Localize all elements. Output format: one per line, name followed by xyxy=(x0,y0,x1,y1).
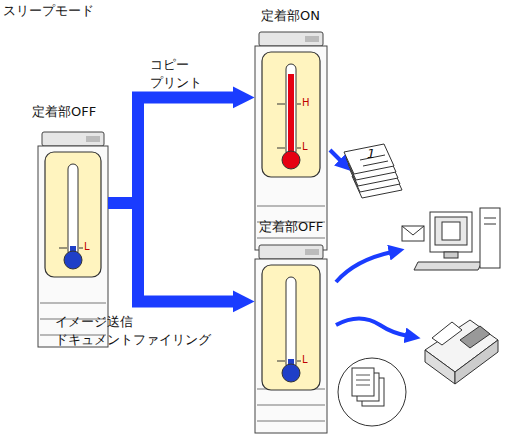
paper-drawer xyxy=(257,405,325,406)
temperature-mark: L xyxy=(302,354,308,366)
output-arrow xyxy=(330,150,342,162)
fax-side xyxy=(455,340,498,384)
print-line xyxy=(363,161,388,166)
page-line xyxy=(356,380,370,381)
thermometer-panel xyxy=(45,152,101,277)
tick-mark xyxy=(59,248,67,249)
tick-mark xyxy=(277,148,285,149)
tick-mark xyxy=(297,361,301,362)
paper-drawer xyxy=(40,303,106,304)
tick-mark xyxy=(79,248,83,249)
flow-arrow xyxy=(108,97,237,203)
print-output xyxy=(330,144,402,198)
thermometer-tube xyxy=(286,277,296,369)
document-filing-icon xyxy=(338,358,406,426)
scanner-lid xyxy=(259,245,323,259)
filing-circle xyxy=(338,358,406,426)
document-on-screen xyxy=(442,222,460,240)
printer-drawing xyxy=(255,32,327,250)
thermometer-bulb xyxy=(64,251,82,269)
thermometer-bulb xyxy=(282,151,300,169)
printer-node: 定着部ON xyxy=(255,32,327,250)
paper-drawer xyxy=(257,421,325,422)
screen xyxy=(435,217,467,245)
diagram-title: スリープモード xyxy=(3,3,94,19)
envelope-flap xyxy=(402,226,424,235)
thermometer-panel xyxy=(262,52,320,177)
temperature-mark: L xyxy=(84,241,90,253)
monitor-stand xyxy=(444,252,458,258)
paper-drawer xyxy=(257,238,325,239)
thermometer-panel xyxy=(262,265,320,390)
page-line xyxy=(356,375,370,376)
fax-keypad xyxy=(460,326,490,348)
envelope xyxy=(402,226,424,241)
tick-mark xyxy=(297,148,301,149)
tower-slot xyxy=(484,224,496,225)
printer-shape xyxy=(255,245,327,433)
paper-stack xyxy=(344,144,402,198)
send-arrow xyxy=(336,319,408,337)
fax-icon xyxy=(425,320,498,384)
tick-mark xyxy=(277,361,285,362)
fax-paper xyxy=(432,322,462,345)
keyboard xyxy=(414,262,482,270)
printer-node: 定着部OFF xyxy=(255,245,327,433)
node-heading: 定着部OFF xyxy=(32,104,96,120)
scanner-lid xyxy=(42,132,104,146)
control-panel xyxy=(305,249,319,255)
printer-drawing xyxy=(255,245,327,433)
page-number: 1 xyxy=(367,148,375,160)
thermometer-bulb xyxy=(282,364,300,382)
tick-mark xyxy=(297,104,301,105)
page-line xyxy=(356,385,370,386)
control-panel xyxy=(86,136,100,142)
stored-page xyxy=(352,368,374,396)
node-heading: 定着部OFF xyxy=(259,219,323,235)
fax-front xyxy=(425,350,455,384)
edge-label: コピー プリント xyxy=(150,56,210,92)
monitor xyxy=(430,212,472,252)
printer-body xyxy=(255,46,327,250)
printer-body xyxy=(255,259,327,433)
tower xyxy=(480,208,500,268)
computer-icon xyxy=(402,208,500,270)
scanner-lid xyxy=(259,32,323,46)
edge-label: イメージ送信 ドキュメントファイリング xyxy=(55,313,225,349)
thermometer-column xyxy=(288,74,294,160)
temperature-mark: H xyxy=(302,97,310,109)
thermometer-tube xyxy=(68,164,78,256)
node-heading: 定着部ON xyxy=(261,8,320,24)
send-arrow xyxy=(336,252,392,282)
paper-sheet xyxy=(344,144,394,174)
temperature-mark: L xyxy=(302,141,308,153)
paper-drawer xyxy=(257,206,325,207)
tick-mark xyxy=(277,104,285,105)
control-panel xyxy=(305,36,319,42)
flow-arrow xyxy=(108,203,237,301)
printer-shape xyxy=(255,32,327,250)
tower-slot xyxy=(484,218,496,219)
